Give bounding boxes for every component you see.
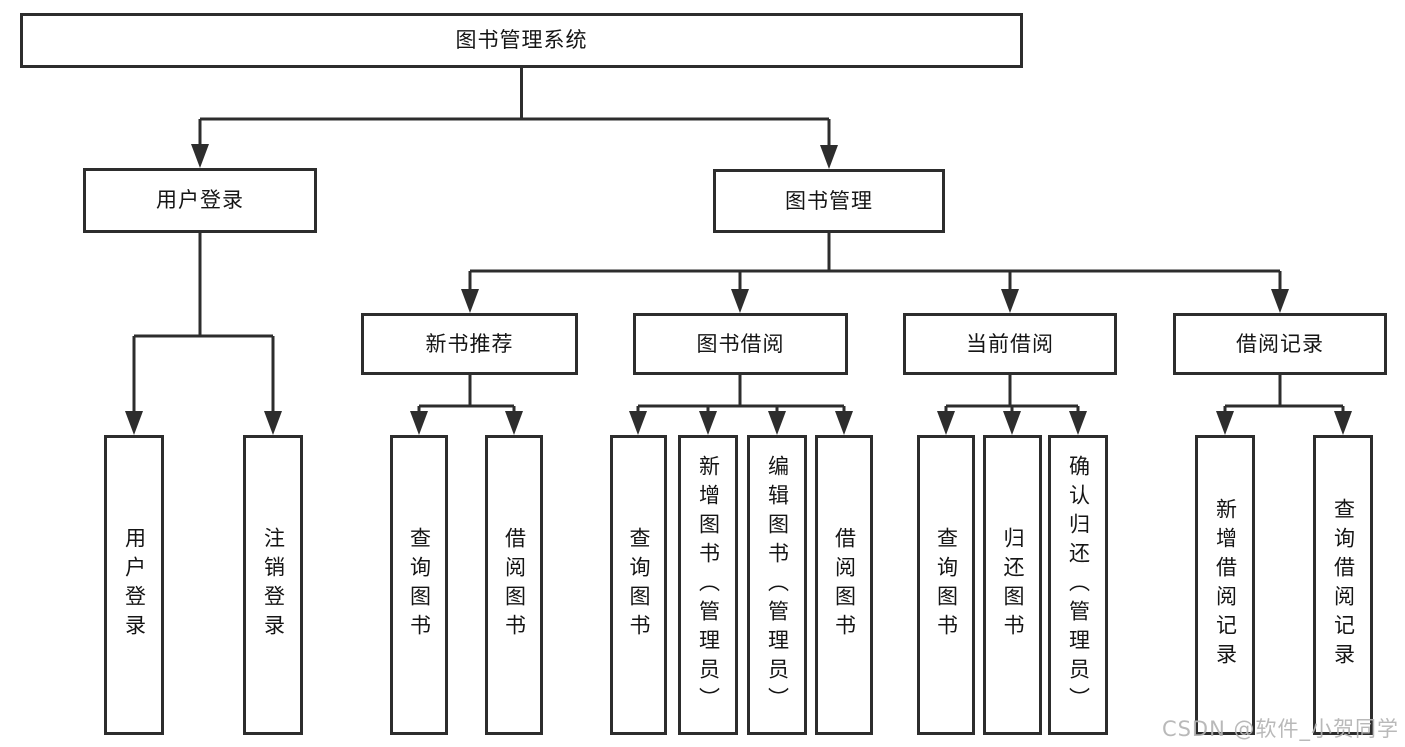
leaf-query-books-recommend: 查询图书 — [390, 435, 448, 735]
node-label: 编辑图书（管理员） — [765, 454, 790, 716]
node-label: 新增借阅记录 — [1213, 498, 1238, 672]
node-label: 查询借阅记录 — [1331, 498, 1356, 672]
leaf-borrow-books: 借阅图书 — [815, 435, 873, 735]
arrowhead — [1069, 411, 1087, 435]
node-label: 借阅记录 — [1236, 331, 1324, 356]
node-label: 图书借阅 — [696, 331, 785, 356]
connector-root-to-level2 — [191, 68, 838, 169]
arrowhead — [835, 411, 853, 435]
node-label: 用户登录 — [122, 527, 147, 643]
node-label: 新书推荐 — [425, 331, 514, 356]
leaf-query-books-borrow: 查询图书 — [610, 435, 667, 735]
node-book-borrow: 图书借阅 — [633, 313, 848, 375]
connector-current-to-leaves — [937, 375, 1087, 435]
node-label: 查询图书 — [627, 527, 651, 643]
arrowhead — [629, 411, 647, 435]
node-label: 查询图书 — [934, 527, 959, 643]
connector-login-to-leaves — [125, 233, 282, 435]
arrowhead — [191, 144, 209, 168]
leaf-user-login: 用户登录 — [104, 435, 164, 735]
arrowhead — [461, 289, 479, 313]
node-label: 用户登录 — [156, 188, 244, 212]
arrowhead — [505, 411, 523, 435]
arrowhead — [768, 411, 786, 435]
node-user-login: 用户登录 — [83, 168, 317, 233]
node-new-book-recommend: 新书推荐 — [361, 313, 578, 375]
node-label: 确认归还（管理员） — [1066, 454, 1091, 716]
arrowhead — [264, 411, 282, 435]
leaf-add-books-admin: 新增图书（管理员） — [678, 435, 738, 735]
node-root-system: 图书管理系统 — [20, 13, 1023, 68]
arrowhead — [410, 411, 428, 435]
connector-borrow-to-leaves — [629, 375, 853, 435]
node-label: 图书管理 — [785, 188, 873, 213]
leaf-logout: 注销登录 — [243, 435, 303, 735]
node-label: 查询图书 — [407, 527, 432, 643]
leaf-confirm-return-admin: 确认归还（管理员） — [1048, 435, 1108, 735]
node-label: 借阅图书 — [832, 527, 857, 643]
arrowhead — [1001, 289, 1019, 313]
node-label: 注销登录 — [261, 527, 286, 643]
arrowhead — [1003, 411, 1021, 435]
arrowhead — [1334, 411, 1352, 435]
arrowhead — [1216, 411, 1234, 435]
leaf-query-borrow-record: 查询借阅记录 — [1313, 435, 1373, 735]
arrowhead — [125, 411, 143, 435]
arrowhead — [731, 289, 749, 313]
arrowhead — [1271, 289, 1289, 313]
node-borrow-records: 借阅记录 — [1173, 313, 1387, 375]
leaf-add-borrow-record: 新增借阅记录 — [1195, 435, 1255, 735]
node-current-borrow: 当前借阅 — [903, 313, 1117, 375]
node-label: 借阅图书 — [502, 527, 527, 643]
arrowhead — [820, 145, 838, 169]
connector-mgmt-to-level3 — [461, 233, 1289, 313]
arrowhead — [937, 411, 955, 435]
leaf-edit-books-admin: 编辑图书（管理员） — [747, 435, 807, 735]
node-label: 当前借阅 — [966, 331, 1054, 356]
leaf-query-books-current: 查询图书 — [917, 435, 975, 735]
leaf-borrow-books-recommend: 借阅图书 — [485, 435, 543, 735]
node-label: 归还图书 — [1001, 527, 1025, 643]
connector-rec-to-leaves — [410, 375, 523, 435]
leaf-return-books: 归还图书 — [983, 435, 1042, 735]
arrowhead — [699, 411, 717, 435]
connector-history-to-leaves — [1216, 375, 1352, 435]
node-label: 新增图书（管理员） — [696, 454, 721, 716]
node-book-management: 图书管理 — [713, 169, 945, 233]
node-label: 图书管理系统 — [455, 28, 588, 52]
